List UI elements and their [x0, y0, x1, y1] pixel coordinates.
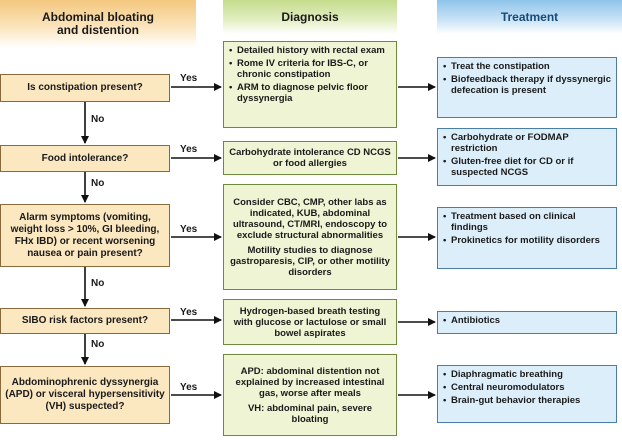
yes-label-4: Yes — [180, 307, 198, 318]
yes-label-3: Yes — [180, 224, 198, 235]
no-label-2: No — [91, 178, 105, 189]
question-food-intolerance: Food intolerance? — [0, 145, 170, 172]
diagnosis-food-intolerance: Carbohydrate intolerance CD NCGS or food… — [223, 141, 397, 175]
header-abdominal-bloating: Abdominal bloating and distention — [0, 0, 196, 48]
question-alarm-symptoms: Alarm symptoms (vomiting, weight loss > … — [0, 204, 170, 267]
treatment-item: Diaphragmatic breathing — [443, 369, 611, 380]
header-middle-label: Diagnosis — [281, 9, 339, 24]
treatment-item: Carbohydrate or FODMAP restriction — [443, 132, 611, 154]
treatment-item: Prokinetics for motility disorders — [443, 235, 611, 246]
diagnosis-text: Motility studies to diagnose gastropares… — [230, 244, 390, 278]
question-sibo-text: SIBO risk factors present? — [21, 315, 149, 326]
diagnosis-text: Carbohydrate intolerance CD NCGS or food… — [229, 147, 391, 169]
diagnosis-text: Hydrogen-based breath testing with gluco… — [233, 305, 387, 339]
treatment-item: Treatment based on clinical findings — [443, 211, 611, 233]
treatment-constipation: Treat the constipation Biofeedback thera… — [437, 57, 617, 118]
treatment-item: Brain-gut behavior therapies — [443, 395, 611, 406]
treatment-item: Antibiotics — [443, 315, 611, 326]
treatment-item: Gluten-free diet for CD or if suspected … — [443, 156, 611, 178]
no-label-3: No — [91, 278, 105, 289]
yes-label-2: Yes — [180, 144, 198, 155]
diagnosis-text: Consider CBC, CMP, other labs as indicat… — [232, 196, 388, 241]
diagnosis-alarm-symptoms: Consider CBC, CMP, other labs as indicat… — [223, 184, 397, 290]
yes-label-5: Yes — [180, 382, 198, 393]
header-diagnosis: Diagnosis — [223, 0, 397, 34]
header-left-label: Abdominal bloating and distention — [42, 10, 154, 37]
treatment-item: Treat the constipation — [443, 61, 611, 72]
question-constipation: Is constipation present? — [0, 74, 170, 102]
diagnosis-item: Rome IV criteria for IBS-C, or chronic c… — [229, 58, 391, 80]
header-treatment: Treatment — [437, 0, 622, 34]
diagnosis-sibo: Hydrogen-based breath testing with gluco… — [223, 299, 397, 345]
diagnosis-apd-vh: APD: abdominal distention not explained … — [223, 354, 397, 436]
question-apd-vh: Abdominophrenic dyssynergia (APD) or vis… — [0, 366, 170, 424]
question-sibo: SIBO risk factors present? — [0, 308, 170, 334]
diagnosis-text: APD: abdominal distention not explained … — [235, 365, 385, 399]
diagnosis-constipation: Detailed history with rectal exam Rome I… — [223, 41, 397, 128]
question-alarm-symptoms-text: Alarm symptoms (vomiting, weight loss > … — [10, 211, 160, 259]
question-apd-vh-text: Abdominophrenic dyssynergia (APD) or vis… — [5, 377, 165, 412]
diagnosis-text: VH: abdominal pain, severe bloating — [247, 402, 373, 425]
treatment-sibo: Antibiotics — [437, 311, 617, 334]
yes-label-1: Yes — [180, 73, 198, 84]
diagnosis-item: Detailed history with rectal exam — [229, 45, 391, 56]
header-right-label: Treatment — [500, 9, 559, 24]
question-food-intolerance-text: Food intolerance? — [41, 152, 129, 164]
no-label-1: No — [91, 114, 105, 125]
treatment-item: Central neuromodulators — [443, 382, 611, 393]
question-constipation-text: Is constipation present? — [27, 82, 143, 93]
treatment-food-intolerance: Carbohydrate or FODMAP restriction Glute… — [437, 128, 617, 186]
no-label-4: No — [91, 339, 105, 350]
treatment-item: Biofeedback therapy if dyssynergic defec… — [443, 74, 611, 96]
treatment-alarm-symptoms: Treatment based on clinical findings Pro… — [437, 207, 617, 269]
treatment-apd-vh: Diaphragmatic breathing Central neuromod… — [437, 365, 617, 423]
diagnosis-item: ARM to diagnose pelvic floor dyssynergia — [229, 82, 391, 104]
